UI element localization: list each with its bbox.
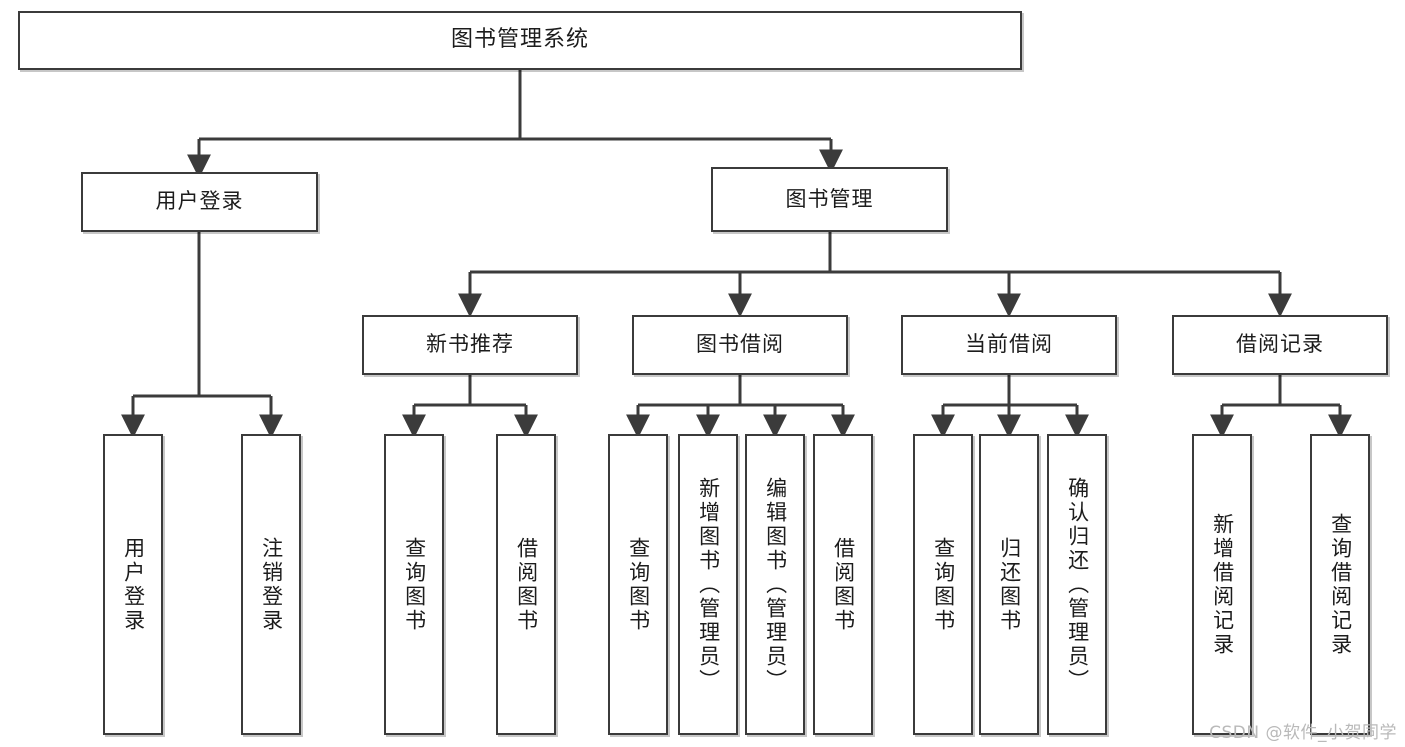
- node-label: 新增图书（管理员）: [696, 476, 721, 693]
- leaf-return-book[interactable]: 归还图书: [979, 434, 1039, 735]
- node-label: 查询图书: [626, 536, 651, 633]
- node-label: 借阅记录: [1236, 332, 1324, 357]
- node-book-borrow[interactable]: 图书借阅: [632, 315, 848, 375]
- node-label: 新书推荐: [426, 332, 514, 357]
- node-label: 确认归还（管理员）: [1065, 476, 1090, 693]
- leaf-user-login[interactable]: 用户登录: [103, 434, 163, 735]
- node-label: 归还图书: [997, 536, 1022, 633]
- node-label: 查询借阅记录: [1328, 512, 1353, 657]
- leaf-user-logout[interactable]: 注销登录: [241, 434, 301, 735]
- node-label: 用户登录: [121, 536, 146, 633]
- node-label: 查询图书: [931, 536, 956, 633]
- node-label: 图书管理系统: [450, 27, 589, 53]
- node-root-system[interactable]: 图书管理系统: [18, 11, 1022, 70]
- leaf-query-book-borrow[interactable]: 查询图书: [608, 434, 668, 735]
- node-label: 查询图书: [402, 536, 427, 633]
- node-current-borrow[interactable]: 当前借阅: [901, 315, 1117, 375]
- leaf-add-book-admin[interactable]: 新增图书（管理员）: [678, 434, 738, 735]
- node-book-management[interactable]: 图书管理: [711, 167, 948, 232]
- node-label: 用户登录: [155, 189, 244, 214]
- node-label: 当前借阅: [965, 332, 1053, 357]
- leaf-query-book-newbook[interactable]: 查询图书: [384, 434, 444, 735]
- node-label: 借阅图书: [831, 536, 856, 633]
- leaf-query-borrow-record[interactable]: 查询借阅记录: [1310, 434, 1370, 735]
- node-user-login[interactable]: 用户登录: [81, 172, 318, 232]
- leaf-query-book-current[interactable]: 查询图书: [913, 434, 973, 735]
- node-label: 借阅图书: [514, 536, 539, 633]
- leaf-borrow-book-newbook[interactable]: 借阅图书: [496, 434, 556, 735]
- node-label: 新增借阅记录: [1210, 512, 1235, 657]
- node-label: 图书借阅: [696, 332, 784, 357]
- node-label: 编辑图书（管理员）: [763, 476, 788, 693]
- leaf-edit-book-admin[interactable]: 编辑图书（管理员）: [745, 434, 805, 735]
- leaf-confirm-return-admin[interactable]: 确认归还（管理员）: [1047, 434, 1107, 735]
- node-borrow-records[interactable]: 借阅记录: [1172, 315, 1388, 375]
- leaf-add-borrow-record[interactable]: 新增借阅记录: [1192, 434, 1252, 735]
- node-label: 图书管理: [785, 186, 874, 211]
- node-label: 注销登录: [259, 536, 284, 633]
- watermark-text: CSDN @软件_小贺同学: [1209, 723, 1397, 743]
- node-new-book-recommend[interactable]: 新书推荐: [362, 315, 578, 375]
- leaf-borrow-book[interactable]: 借阅图书: [813, 434, 873, 735]
